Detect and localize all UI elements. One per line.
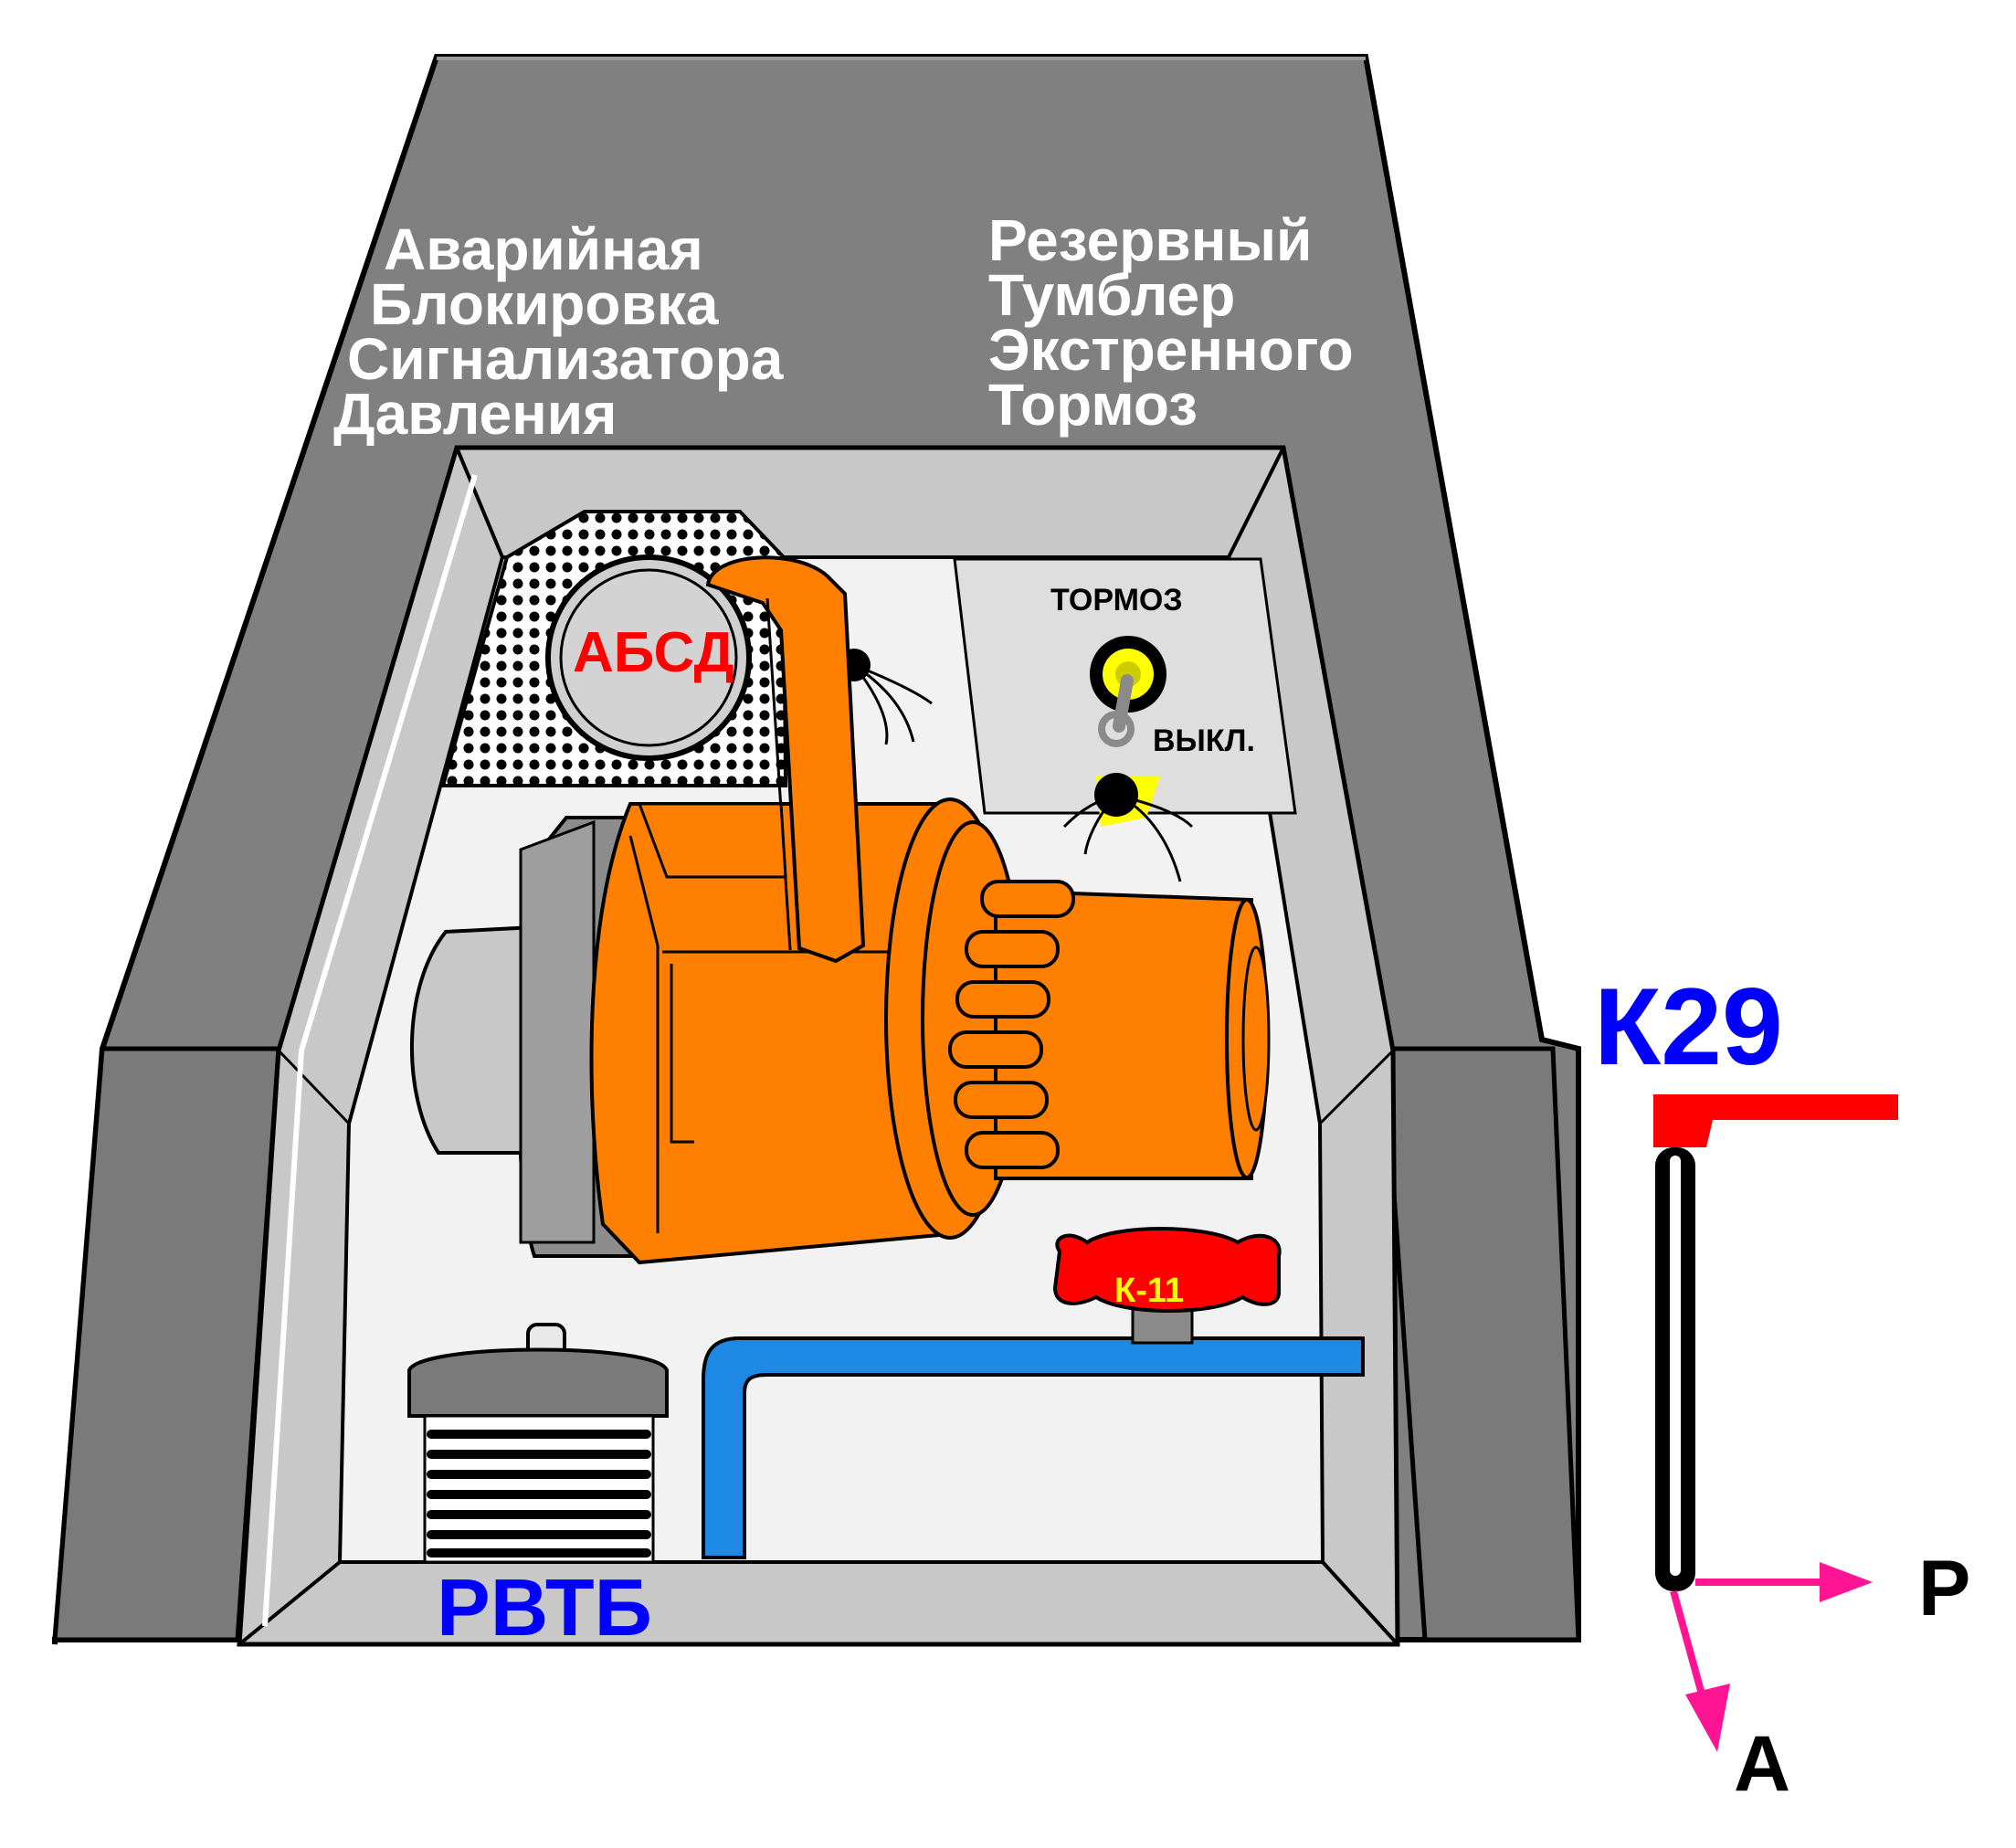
- reserve-toggle-label: Резервный Тумблер Экстренного Тормоз: [988, 207, 1354, 438]
- relay-rvtb: РВТБ: [407, 1323, 669, 1653]
- panel-brake-label: ТОРМОЗ: [1050, 583, 1183, 618]
- svg-text:Давления: Давления: [333, 381, 617, 447]
- k29-label: К29: [1594, 966, 1783, 1088]
- reserve-line-4: Тормоз: [988, 372, 1198, 438]
- reserve-line-2: Тумблер: [988, 262, 1235, 328]
- svg-text:Сигнализатора: Сигнализатора: [347, 326, 784, 392]
- dir-a-label: А: [1734, 1720, 1790, 1808]
- arrow-p-head: [1820, 1562, 1873, 1602]
- absd-label: АБСД: [573, 621, 734, 684]
- alarm-line-3: Сигнализатора: [347, 326, 784, 392]
- k29-handle: К29: [1594, 966, 1898, 1591]
- reserve-line-3: Экстренного: [988, 317, 1354, 383]
- svg-text:Экстренного: Экстренного: [988, 317, 1354, 383]
- svg-text:Блокировка: Блокировка: [370, 271, 719, 337]
- dir-p-label: Р: [1918, 1545, 1970, 1632]
- air-pipe: [702, 1336, 1365, 1559]
- alarm-block-label: Аварийная Блокировка Сигнализатора Давле…: [333, 216, 784, 447]
- arrow-a-head: [1685, 1684, 1730, 1752]
- svg-text:Тормоз: Тормоз: [988, 372, 1198, 438]
- alarm-line-1: Аварийная: [384, 216, 703, 282]
- direction-arrows: Р А: [1670, 1545, 1970, 1808]
- pressure-switch: АБСД: [440, 510, 788, 787]
- brake-valve: [409, 555, 1271, 1265]
- valve-label: К-11: [1114, 1272, 1184, 1310]
- reserve-line-1: Резервный: [988, 207, 1312, 273]
- alarm-line-4: Давления: [333, 381, 617, 447]
- rvtb-label: РВТБ: [437, 1562, 652, 1653]
- crane-handle[interactable]: [705, 555, 866, 964]
- valve-k11[interactable]: К-11: [1052, 1227, 1282, 1345]
- alarm-line-2: Блокировка: [370, 271, 719, 337]
- panel-off-label: ВЫКЛ.: [1153, 723, 1255, 758]
- svg-text:Резервный: Резервный: [988, 207, 1312, 273]
- svg-text:Аварийная: Аварийная: [384, 216, 703, 282]
- toggle-panel: ТОРМОЗ ВЫКЛ.: [953, 557, 1297, 882]
- svg-text:Тумблер: Тумблер: [988, 262, 1235, 328]
